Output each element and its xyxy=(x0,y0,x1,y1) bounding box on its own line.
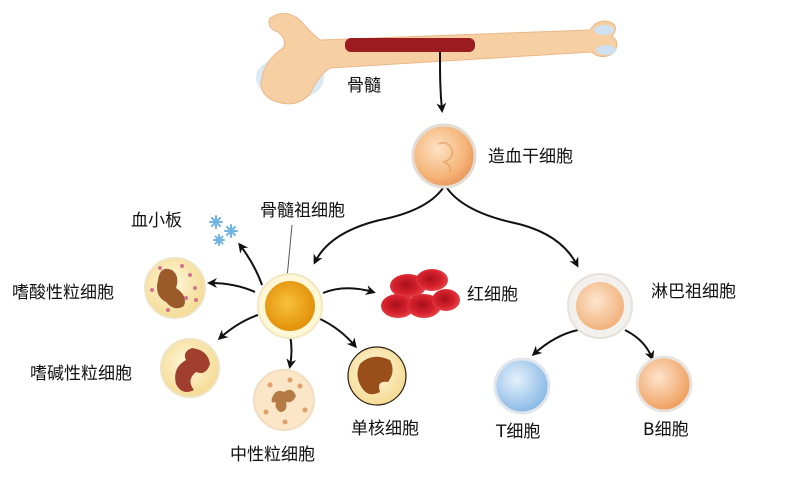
arrow-myeloid-to-basophil xyxy=(217,314,259,340)
label-red-blood-cell: 红细胞 xyxy=(467,285,518,305)
hematopoietic-stem-cell xyxy=(411,123,477,189)
label-myeloid-progenitor: 骨髓祖细胞 xyxy=(260,201,345,221)
arrow-myeloid-to-eosinophil xyxy=(207,278,256,293)
snowflake-platelet-icon xyxy=(209,215,238,246)
arrow-myeloid-to-neutrophil xyxy=(286,334,297,369)
basophil-cell xyxy=(160,338,220,398)
label-lymphoid-progenitor: 淋巴祖细胞 xyxy=(651,282,736,302)
label-b-cell: B细胞 xyxy=(643,420,689,440)
bone-marrow-region xyxy=(345,38,475,52)
eosinophil-cell xyxy=(144,257,206,319)
arrow-myeloid-to-platelet xyxy=(238,242,263,286)
label-eosinophil: 嗜酸性粒细胞 xyxy=(12,283,114,303)
arrows xyxy=(207,51,655,369)
arrow-stem-to-myeloid xyxy=(313,184,446,265)
arrow-myeloid-to-rbc xyxy=(322,285,376,295)
myeloid-progenitor-cell xyxy=(257,273,323,339)
neutrophil-cell xyxy=(253,369,315,431)
label-basophil: 嗜碱性粒细胞 xyxy=(30,364,132,384)
arrow-marrow-to-stem xyxy=(436,51,447,113)
label-hematopoietic-stem-cell: 造血干细胞 xyxy=(488,147,573,167)
red-blood-cells xyxy=(381,269,460,318)
label-t-cell: T细胞 xyxy=(496,422,541,442)
label-platelet: 血小板 xyxy=(131,211,182,231)
label-bone-marrow: 骨髓 xyxy=(347,76,381,96)
monocyte-cell xyxy=(347,346,407,406)
long-bone-icon xyxy=(256,13,618,105)
leader-myeloid-label xyxy=(286,224,293,279)
label-neutrophil: 中性粒细胞 xyxy=(230,445,315,465)
arrow-myeloid-to-monocyte xyxy=(317,317,357,349)
label-monocyte: 单核细胞 xyxy=(351,419,419,439)
arrow-stem-to-lymphoid xyxy=(444,184,579,268)
arrow-lymphoid-to-t xyxy=(531,329,579,357)
lymphoid-progenitor-cell xyxy=(567,273,633,339)
t-cell xyxy=(493,357,551,415)
b-cell xyxy=(635,355,693,413)
arrow-lymphoid-to-b xyxy=(624,329,655,361)
